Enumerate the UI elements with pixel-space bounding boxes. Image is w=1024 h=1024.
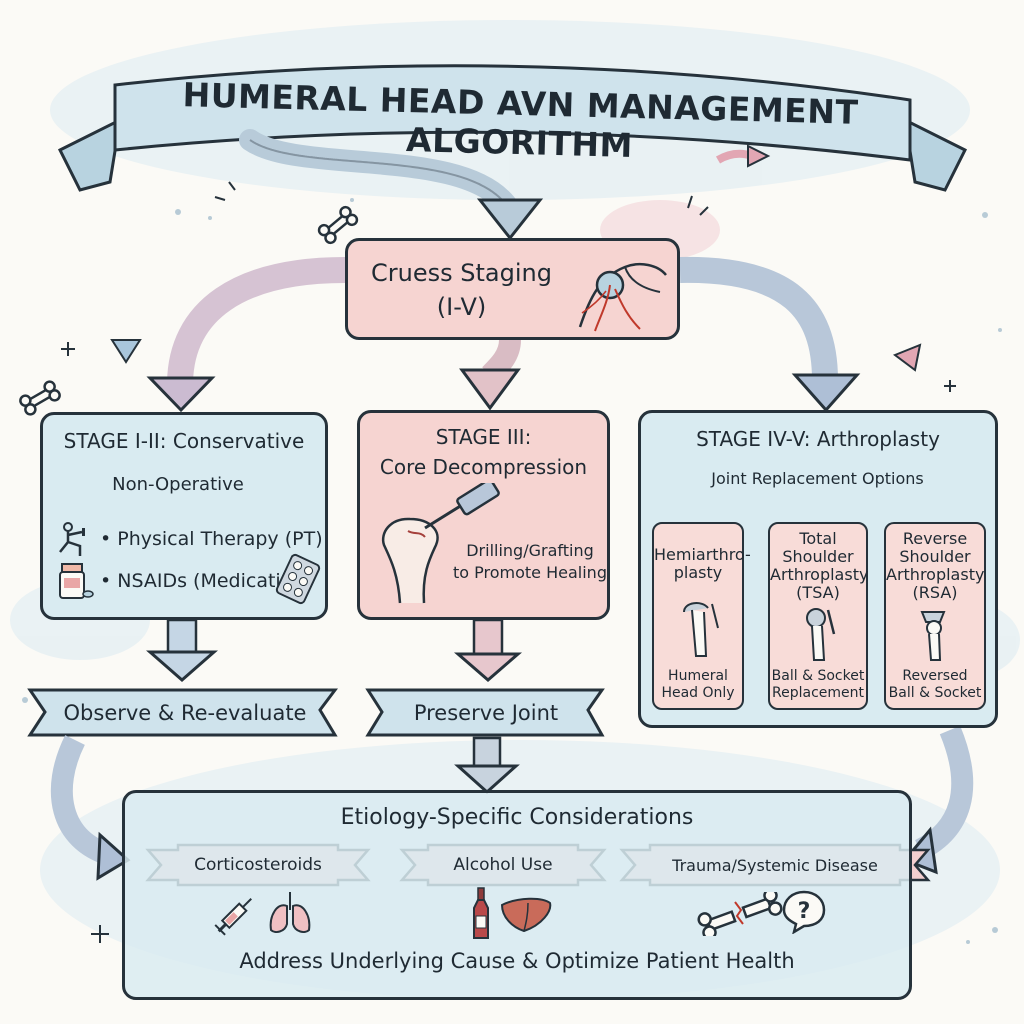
etiology-box: Etiology-Specific Considerations Address… — [122, 790, 912, 1000]
bullet: • — [100, 570, 118, 592]
option-hemiarthroplasty: Hemiarthro- plasty Humeral Head Only — [652, 522, 751, 710]
stage3-title-line1: STAGE III: — [435, 425, 532, 449]
factor-alcohol: Alcohol Use — [453, 855, 553, 875]
liquor-bottle-icon — [473, 887, 489, 939]
preserve-label: Preserve Joint — [413, 700, 559, 725]
liver-icon — [500, 897, 552, 933]
observe-label: Observe & Re-evaluate — [63, 700, 307, 725]
pill-bottle-icon — [59, 563, 94, 599]
option-title-line: Hemiarthro- — [654, 545, 751, 564]
etiology-title: Etiology-Specific Considerations — [340, 805, 694, 830]
option-rsa: Reverse Shoulder Arthroplasty (RSA) Reve… — [884, 522, 986, 710]
factor-trauma: Trauma/Systemic Disease — [672, 855, 878, 875]
arrow-staging-to-stage45 — [679, 256, 838, 381]
arrowhead-staging — [476, 198, 544, 241]
stage3-desc-line2: to Promote Healing — [453, 563, 607, 582]
stage3-desc-line1: Drilling/Grafting — [466, 541, 594, 560]
svg-text:?: ? — [798, 899, 811, 924]
speckles — [22, 198, 1002, 944]
sparkle-icons — [61, 181, 956, 943]
broken-bone-icon — [697, 892, 783, 936]
observe-banner — [27, 688, 338, 737]
blister-pack-icon — [275, 553, 321, 605]
syringe-icon — [214, 898, 252, 936]
option-title-line: Total — [799, 529, 837, 548]
preserve-banner — [365, 688, 605, 737]
stage12-item-label: Physical Therapy (PT) — [117, 528, 323, 550]
option-desc-line: Reversed — [902, 668, 968, 684]
exercise-icon — [59, 522, 85, 556]
stage3-box: STAGE III: Core Decompression Drilling/G… — [357, 410, 610, 620]
option-title-line: (TSA) — [796, 583, 840, 602]
title-banner — [57, 64, 968, 192]
arrow-stage3-down — [453, 652, 523, 682]
factor-corticosteroids: Corticosteroids — [194, 855, 322, 875]
stage12-item-nsaids: • NSAIDs (Medication) — [100, 570, 312, 592]
option-desc-line: Humeral — [668, 668, 728, 684]
option-desc-line: Ball & Socket — [888, 685, 982, 701]
option-title-line: Arthroplasty — [770, 565, 869, 584]
option-tsa: Total Shoulder Arthroplasty (TSA) Ball &… — [768, 522, 868, 710]
rsa-implant-icon — [920, 611, 946, 661]
option-title-line: Arthroplasty — [886, 565, 985, 584]
nonoperative-label: Non-Operative — [112, 473, 244, 495]
option-title-line: (RSA) — [912, 583, 958, 602]
option-desc-line: Head Only — [661, 685, 735, 701]
stage45-title: STAGE IV-V: Arthroplasty — [696, 427, 940, 451]
shoulder-anatomy-icon — [578, 263, 667, 332]
bone-icon — [19, 205, 359, 416]
arrow-observe-to-etiology — [50, 735, 114, 866]
arrow-preserve-down — [454, 764, 520, 795]
small-arrow-down-left — [110, 339, 142, 364]
stage3-title-line2: Core Decompression — [379, 455, 588, 479]
option-desc-line: Ball & Socket — [771, 668, 865, 684]
lungs-icon — [269, 892, 311, 933]
drill-icon — [381, 483, 500, 604]
etiology-footer: Address Underlying Cause & Optimize Pati… — [239, 949, 795, 973]
option-title-line: plasty — [673, 563, 723, 582]
hemiarthroplasty-implant-icon — [683, 602, 719, 657]
option-title-line: Shoulder — [782, 547, 854, 566]
tsa-implant-icon — [806, 608, 836, 661]
cruess-staging-box: Cruess Staging (I-V) — [345, 238, 680, 340]
option-title-line: Shoulder — [899, 547, 971, 566]
option-desc-line: Replacement — [772, 685, 864, 701]
staging-title-line2: (I-V) — [436, 293, 487, 321]
arrow-staging-to-stage12 — [167, 257, 346, 386]
option-title-line: Reverse — [902, 529, 968, 548]
arrow-stage12-down — [146, 650, 218, 682]
joint-replacement-label: Joint Replacement Options — [711, 468, 924, 488]
staging-title-line1: Cruess Staging — [371, 259, 552, 287]
question-bubble-icon: ? — [782, 890, 826, 934]
bullet: • — [100, 528, 118, 550]
stage12-item-label: NSAIDs (Medication) — [117, 570, 312, 592]
small-arrow-right-side — [892, 343, 922, 372]
arrow-title-to-staging — [239, 129, 521, 221]
stage12-title: STAGE I-II: Conservative — [63, 429, 305, 453]
stage12-item-pt: • Physical Therapy (PT) — [100, 528, 323, 550]
